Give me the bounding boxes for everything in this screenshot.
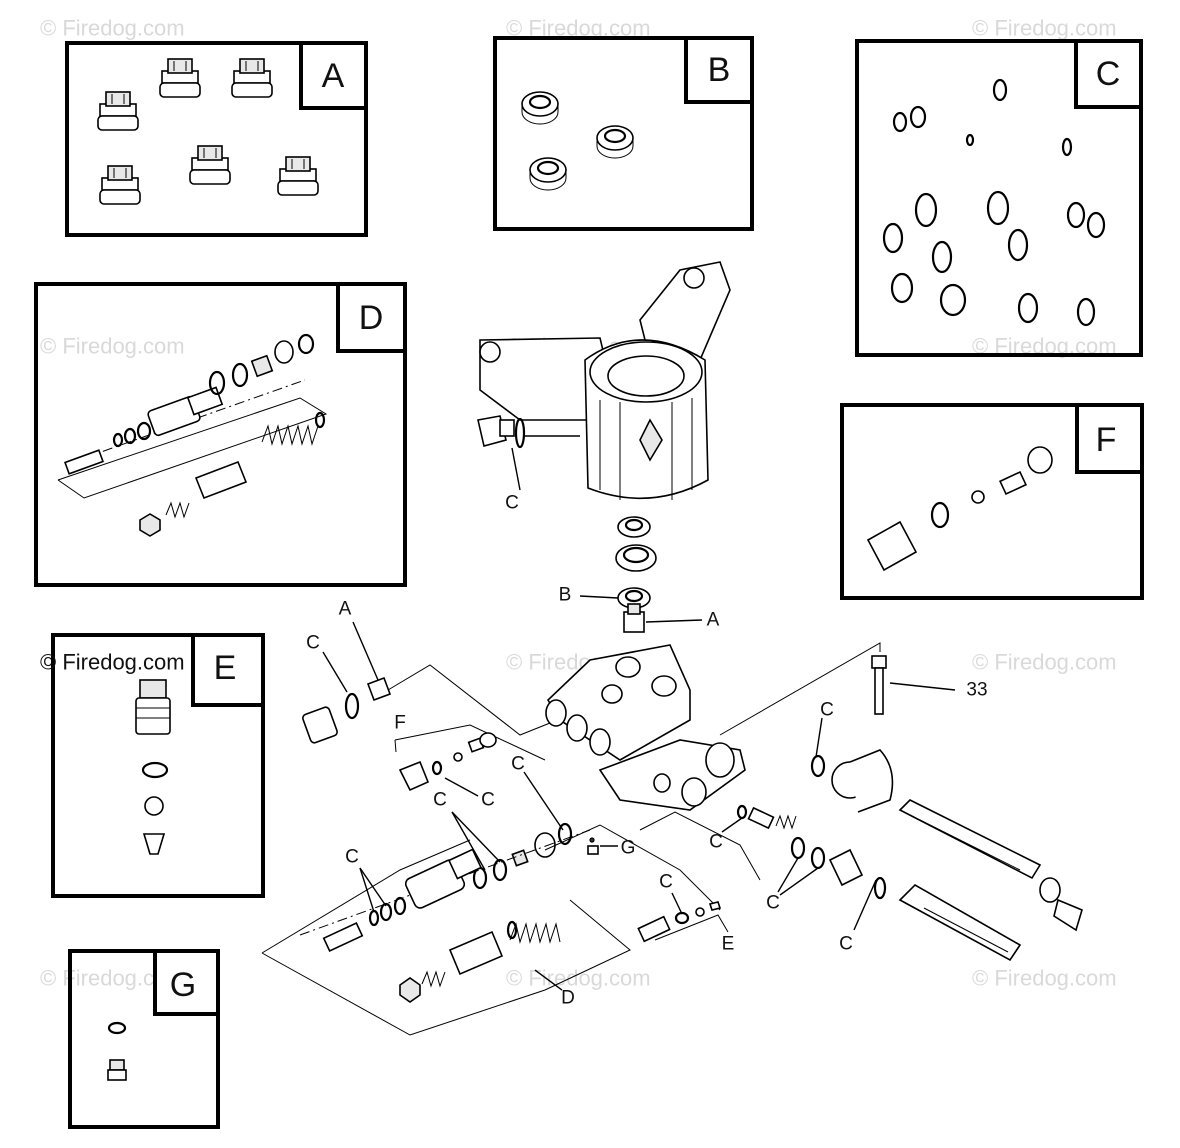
callout-c: C [709,832,723,853]
callout-f: F [394,713,406,734]
watermark-text: © Firedog.com [40,334,185,359]
callout-d: D [561,988,575,1009]
callout-c: C [481,790,495,811]
callout-c: C [820,700,834,721]
panel-b: B [493,36,754,231]
watermark-text: © Firedog.com [40,16,185,41]
callout-c: C [839,934,853,955]
main-assembly: C B A A C [261,261,1083,1036]
spring-icon [509,922,561,944]
o-ring-icon [882,78,1106,327]
panel-g: G [68,949,220,1129]
callout-c: C [345,847,359,868]
part-number-33: 33 [966,680,987,701]
callout-a: A [707,610,720,631]
crankcase-housing-icon [479,261,731,500]
watermark-text: © Firedog.com [972,650,1117,675]
check-valve-icon [97,58,319,205]
panel-g-label: G [170,966,196,1004]
watermark-text: © Firedog.com [972,16,1117,41]
pump-head-icon [387,642,881,811]
panel-b-label: B [708,51,731,89]
watermark-text: © Firedog.com [40,650,185,675]
panel-f: F [840,403,1144,600]
panel-e-label: E [214,649,237,687]
callout-c: C [505,493,519,514]
coupler-icon [831,749,894,813]
panel-a: A [65,41,368,237]
callout-c: C [766,893,780,914]
callout-b: B [559,585,572,606]
drain-plug-icon [477,415,526,449]
inlet-filter-icon [898,799,1083,932]
spring-icon [261,424,319,446]
callout-e: E [722,934,735,955]
panel-d: D [34,282,407,587]
callout-c: C [433,790,447,811]
spring-icon [421,970,446,988]
unloader-valve-icon [57,333,328,537]
panel-d-label: D [359,299,384,337]
panel-c: C [855,39,1143,357]
callout-c: C [659,872,673,893]
callout-g: G [621,838,636,859]
callout-c: C [306,633,320,654]
injector-icon [866,446,1053,572]
outlet-fitting-icon [898,884,1022,962]
ball-check-icon [135,679,171,855]
watermark-text: © Firedog.com [972,966,1117,991]
seal-icon [521,91,634,191]
spring-icon [165,501,190,519]
plug-icon [107,1021,127,1081]
seal-stack-icon [615,516,657,633]
callout-c: C [511,754,525,775]
bolt-icon [871,655,887,715]
callout-a: A [339,599,352,620]
panel-e: E © Firedog.com [40,633,265,898]
panel-c-label: C [1096,55,1121,93]
panel-f-label: F [1096,421,1117,459]
plug-icon [302,706,338,744]
watermark-text: © Firedog.com [506,966,651,991]
panel-a-label: A [322,57,345,95]
spring-icon [775,814,797,830]
